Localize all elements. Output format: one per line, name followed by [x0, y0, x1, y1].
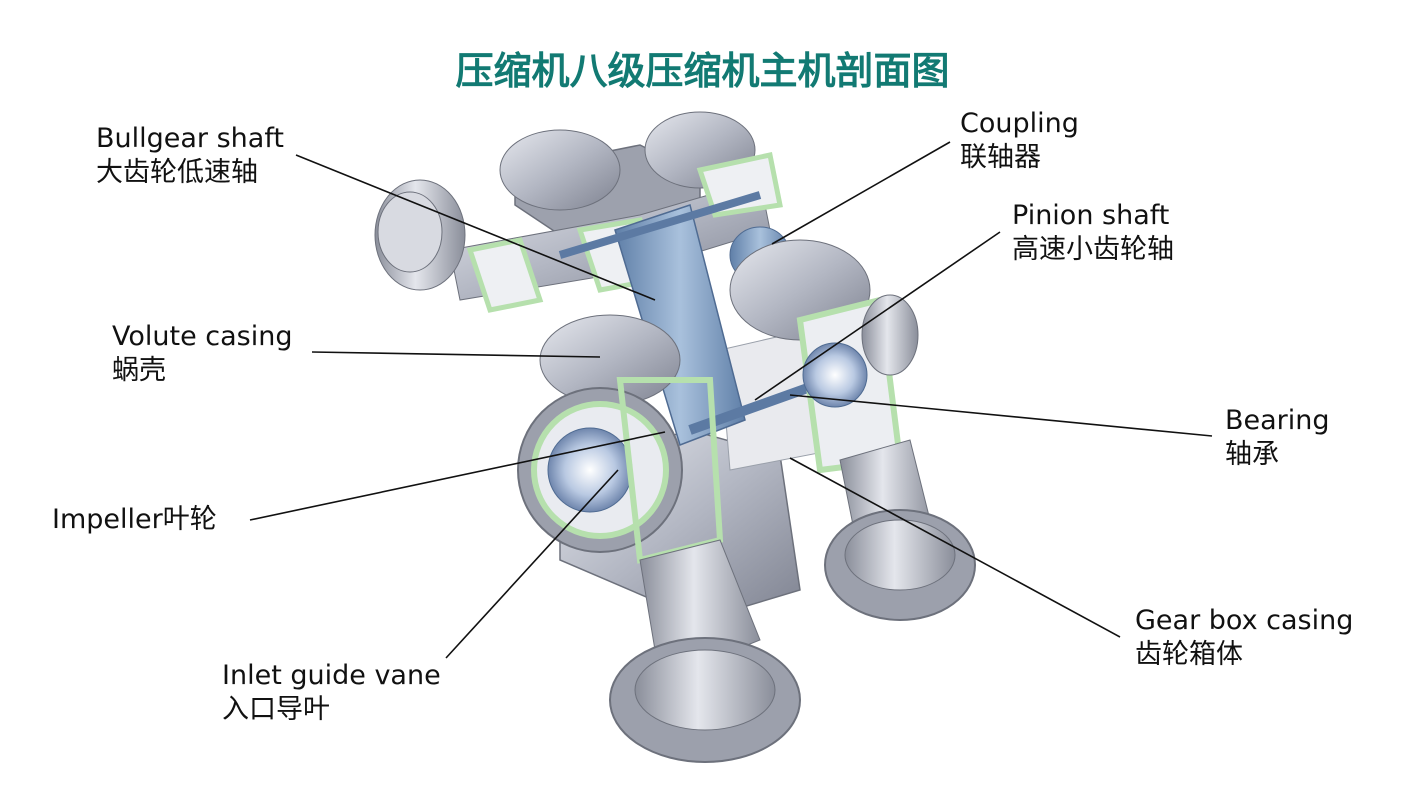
leader-volute-casing: [311, 351, 601, 358]
label-bullgear-shaft-en: Bullgear shaft: [96, 123, 284, 154]
leader-lines: [249, 141, 1213, 659]
label-impeller: Impeller叶轮: [52, 503, 217, 537]
volute-casing-right-shape: [729, 239, 919, 474]
leader-bearing: [789, 394, 1213, 437]
label-bullgear-shaft: Bullgear shaft 大齿轮低速轴: [96, 122, 284, 190]
volute-casing-left-shape: [517, 314, 724, 564]
label-impeller-en: Impeller叶轮: [52, 504, 217, 535]
label-coupling-en: Coupling: [960, 108, 1079, 139]
label-gear-box-casing-zh: 齿轮箱体: [1135, 639, 1243, 670]
leader-impeller: [249, 431, 666, 521]
label-pinion-shaft-zh: 高速小齿轮轴: [1012, 234, 1174, 265]
label-volute-casing-zh: 蜗壳: [112, 355, 166, 386]
leader-gear-box-casing: [789, 457, 1121, 638]
label-gear-box-casing: Gear box casing 齿轮箱体: [1135, 604, 1353, 672]
leader-inlet-guide-vane: [445, 469, 619, 659]
label-inlet-guide-vane-zh: 入口导叶: [222, 694, 330, 725]
label-bearing-en: Bearing: [1225, 405, 1330, 436]
label-pinion-shaft-en: Pinion shaft: [1012, 200, 1170, 231]
label-gear-box-casing-en: Gear box casing: [1135, 605, 1354, 636]
label-coupling: Coupling 联轴器: [960, 107, 1079, 175]
label-bullgear-shaft-zh: 大齿轮低速轴: [96, 157, 258, 188]
label-bearing: Bearing 轴承: [1225, 404, 1330, 472]
label-inlet-guide-vane-en: Inlet guide vane: [222, 660, 441, 691]
label-bearing-zh: 轴承: [1225, 439, 1279, 470]
diagram-title: 压缩机八级压缩机主机剖面图: [455, 49, 950, 93]
label-inlet-guide-vane: Inlet guide vane 入口导叶: [222, 659, 441, 727]
leader-pinion-shaft: [754, 231, 1001, 401]
leader-bullgear-shaft: [295, 154, 656, 301]
label-pinion-shaft: Pinion shaft 高速小齿轮轴: [1012, 199, 1174, 267]
label-volute-casing: Volute casing 蜗壳: [112, 320, 293, 388]
leader-coupling: [771, 141, 951, 245]
label-volute-casing-en: Volute casing: [112, 321, 293, 352]
label-coupling-zh: 联轴器: [960, 142, 1041, 173]
